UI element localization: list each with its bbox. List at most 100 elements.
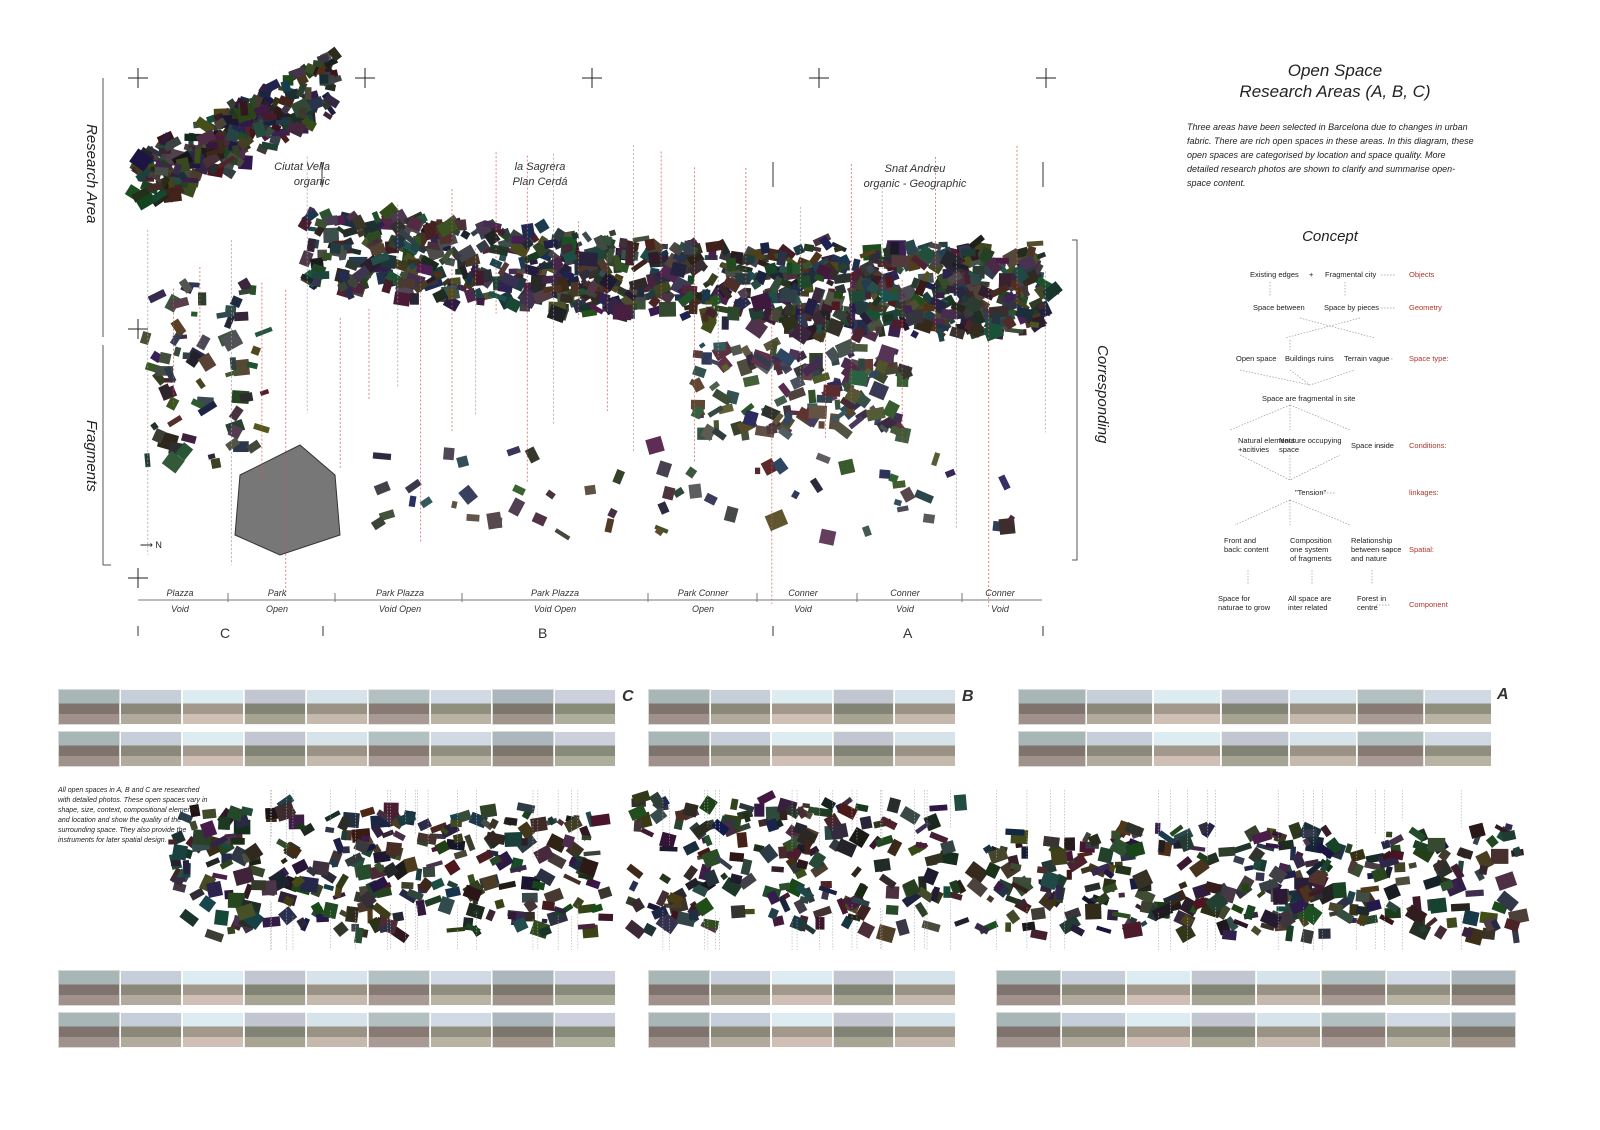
building-block: [204, 928, 225, 943]
building-block: [688, 483, 703, 499]
building-block: [685, 466, 698, 479]
building-block: [538, 925, 552, 938]
building-block: [523, 898, 538, 913]
building-block: [896, 505, 909, 513]
building-block: [879, 469, 891, 479]
building-block: [210, 457, 222, 469]
building-block: [717, 403, 734, 415]
building-block: [767, 907, 780, 920]
building-block: [964, 861, 989, 885]
building-block: [488, 818, 499, 830]
region-letter-a: A: [903, 625, 913, 641]
building-block: [235, 902, 256, 921]
building-block: [1320, 824, 1332, 838]
research-photo: [430, 970, 492, 1006]
building-block: [688, 298, 699, 315]
research-photo: [120, 731, 182, 767]
building-block: [1244, 865, 1254, 872]
building-block: [297, 216, 313, 232]
building-block: [489, 244, 509, 257]
park-fragment: [234, 444, 341, 556]
building-block: [563, 815, 583, 833]
building-block: [875, 924, 896, 944]
building-block: [655, 911, 680, 935]
building-block: [295, 81, 308, 98]
building-block: [828, 838, 842, 852]
building-block: [291, 858, 309, 875]
building-block: [973, 309, 986, 325]
building-block: [729, 852, 745, 863]
building-block: [740, 402, 755, 416]
building-block: [233, 441, 249, 453]
building-block: [703, 492, 718, 506]
building-block: [432, 288, 449, 304]
building-block: [299, 116, 317, 132]
building-block: [977, 284, 996, 301]
building-block: [825, 317, 845, 337]
building-block: [1308, 889, 1322, 897]
research-photo: [894, 970, 956, 1006]
crosshair-mark: [128, 68, 148, 88]
building-block: [921, 867, 939, 886]
building-block: [667, 892, 684, 907]
building-block: [1196, 851, 1211, 864]
building-block: [201, 151, 221, 169]
building-block: [504, 832, 523, 848]
building-block: [324, 215, 339, 226]
building-block: [129, 148, 153, 172]
building-block: [151, 428, 166, 444]
building-block: [223, 314, 236, 330]
research-photo: [1191, 970, 1256, 1006]
research-photo: [1085, 689, 1154, 725]
building-block: [144, 453, 151, 468]
building-block: [1087, 833, 1102, 847]
building-block: [373, 480, 391, 496]
building-block: [1021, 921, 1036, 932]
building-block: [168, 296, 190, 310]
building-block: [1012, 876, 1032, 884]
building-block: [1379, 914, 1395, 926]
building-block: [1504, 917, 1521, 932]
research-photo: [894, 1012, 956, 1048]
building-block: [707, 405, 724, 418]
building-block: [878, 424, 889, 434]
building-block: [178, 278, 193, 294]
research-photo: [244, 970, 306, 1006]
building-block: [213, 135, 225, 140]
building-block: [944, 468, 956, 479]
section-letter-b: B: [962, 688, 974, 705]
building-block: [742, 374, 760, 388]
building-block: [754, 467, 761, 475]
building-block: [179, 908, 199, 927]
building-block: [914, 901, 929, 918]
building-block: [1021, 846, 1029, 859]
building-block: [596, 257, 610, 274]
building-block: [626, 863, 644, 880]
building-block: [323, 93, 341, 109]
building-block: [983, 322, 1004, 342]
building-block: [1066, 853, 1088, 873]
building-block: [779, 810, 788, 821]
research-photo: [996, 970, 1061, 1006]
building-block: [531, 880, 546, 891]
building-block: [1016, 246, 1030, 258]
building-block: [1003, 291, 1016, 304]
building-block: [844, 386, 863, 405]
building-block: [953, 794, 968, 812]
building-block: [789, 375, 806, 390]
research-photo: [58, 1012, 120, 1048]
building-block: [1064, 837, 1076, 851]
building-block: [274, 801, 296, 822]
building-block: [224, 369, 241, 378]
building-block: [614, 273, 624, 281]
research-photo: [120, 689, 182, 725]
building-block: [1125, 841, 1146, 859]
building-block: [1461, 926, 1474, 939]
building-block: [579, 287, 598, 299]
level-linkages: linkages:: [1409, 488, 1439, 497]
building-block: [807, 845, 820, 857]
building-block: [359, 806, 376, 818]
research-photo: [709, 731, 772, 767]
building-block: [1121, 921, 1143, 939]
